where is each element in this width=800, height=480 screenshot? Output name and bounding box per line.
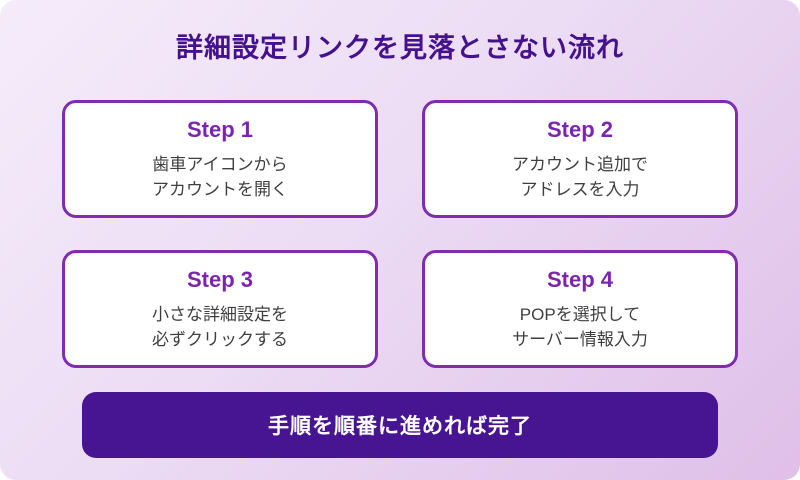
step-2-line-1: アカウント追加で [512,154,648,174]
step-4-line-2: サーバー情報入力 [512,329,648,349]
step-3-label: Step 3 [186,266,254,292]
step-2-line-2: アドレスを入力 [520,179,640,199]
step-3-line-2: 必ずクリックする [152,329,288,349]
step-1-line-2: アカウントを開く [152,179,288,199]
step-1-line-1: 歯車アイコンから [152,154,288,174]
step-4-line-1: POPを選択して [519,304,641,324]
page-title: 詳細設定リンクを見落とさない流れ [176,33,624,63]
step-card-4: Step 4 POPを選択して サーバー情報入力 [422,250,738,368]
step-2-label: Step 2 [546,116,614,142]
completion-banner: 手順を順番に進めれば完了 [82,392,718,458]
step-card-3: Step 3 小さな詳細設定を 必ずクリックする [62,250,378,368]
step-1-label: Step 1 [186,116,254,142]
step-4-label: Step 4 [546,266,614,292]
step-card-2: Step 2 アカウント追加で アドレスを入力 [422,100,738,218]
step-card-1: Step 1 歯車アイコンから アカウントを開く [62,100,378,218]
step-3-line-1: 小さな詳細設定を [152,304,288,324]
completion-banner-label: 手順を順番に進めれば完了 [268,415,532,438]
